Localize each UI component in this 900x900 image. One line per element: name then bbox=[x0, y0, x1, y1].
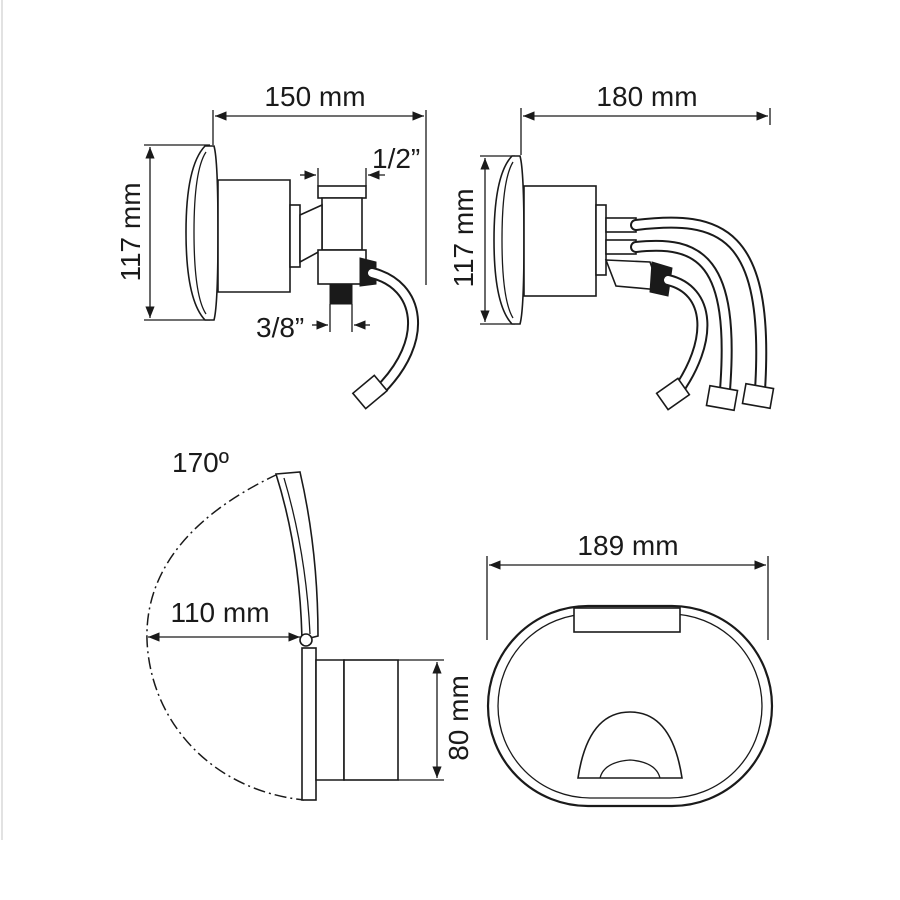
hose-clamp bbox=[649, 261, 673, 297]
flange bbox=[301, 647, 317, 801]
open-lid bbox=[274, 471, 319, 642]
housing-body bbox=[343, 659, 399, 781]
outer-rim bbox=[486, 604, 774, 808]
housing-body bbox=[217, 179, 291, 293]
inlet-size-label: 1/2” bbox=[372, 143, 420, 174]
housing-collar bbox=[595, 204, 607, 276]
hose-end-nut bbox=[655, 377, 691, 411]
hose-opening bbox=[577, 711, 683, 779]
housing-collar bbox=[289, 204, 301, 268]
hinge bbox=[299, 633, 313, 647]
body-neck bbox=[315, 659, 345, 781]
housing-body bbox=[523, 185, 597, 297]
hose-end-nut bbox=[351, 374, 389, 410]
height-dimension-label: 117 mm bbox=[115, 182, 146, 281]
valve-outlet-thread bbox=[329, 283, 353, 305]
height-dimension-label: 117 mm bbox=[448, 188, 479, 287]
lid-flange bbox=[493, 155, 525, 325]
lid-flange bbox=[185, 145, 219, 321]
outlet-size-label: 3/8” bbox=[256, 312, 304, 343]
side-view-valve: 150 mm 117 mm 1/2” 3/8” bbox=[115, 81, 427, 410]
width-dimension-label: 150 mm bbox=[264, 81, 365, 112]
valve-lower-body bbox=[317, 249, 367, 285]
latch bbox=[573, 607, 681, 633]
valve-body bbox=[321, 197, 363, 251]
lid-open-view: 170º 110 mm 80 mm bbox=[146, 447, 474, 801]
width-dimension-label: 189 mm bbox=[577, 530, 678, 561]
hose-end-nut bbox=[705, 384, 739, 412]
valve-top-nut bbox=[317, 185, 367, 199]
lid-edge bbox=[193, 151, 207, 315]
width-dimension-label: 180 mm bbox=[596, 81, 697, 112]
side-view-hoses: 180 mm 117 mm bbox=[448, 81, 775, 412]
body-height-dimension-label: 80 mm bbox=[443, 675, 474, 761]
opening-angle-label: 170º bbox=[172, 447, 229, 478]
hose-end-nut bbox=[741, 382, 775, 410]
front-view: 189 mm bbox=[486, 530, 774, 808]
depth-dimension-label: 110 mm bbox=[170, 597, 269, 628]
swing-arc bbox=[146, 473, 305, 801]
